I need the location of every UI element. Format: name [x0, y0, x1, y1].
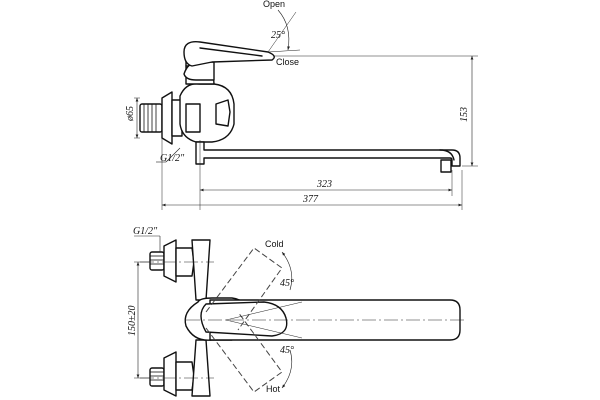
hot-label: Hot: [266, 384, 281, 394]
diameter-dimension: [134, 97, 140, 139]
lever-rotation-ghosts: [205, 247, 283, 393]
thread-label-top: G1/2": [133, 226, 158, 237]
thread-leader: [156, 147, 181, 163]
cold-rotation-arrow: [225, 251, 303, 321]
inlet-spacing-label: 150±20: [127, 306, 138, 337]
diameter-label: ø65: [125, 106, 136, 122]
height-label: 153: [459, 107, 470, 122]
thread-label-side: G1/2": [160, 153, 185, 164]
lever-handle: [183, 41, 275, 67]
top-thread-leader: [134, 235, 161, 252]
inlet-spacing-dimension: [134, 261, 150, 379]
top-connector-lower: [149, 339, 211, 397]
top-view: Cold Hot 45° 45° G1/2" 150±20: [127, 226, 466, 397]
cold-label: Cold: [265, 239, 284, 249]
spout-length-label: 323: [316, 179, 332, 190]
spout-length-dimension: [200, 170, 453, 196]
spout: [195, 141, 461, 173]
hot-angle-label: 45°: [280, 345, 294, 356]
lever-angle-indicator: [267, 9, 301, 53]
overall-dimension: [161, 138, 463, 210]
hot-rotation-arrow: [225, 319, 303, 389]
close-label: Close: [276, 57, 299, 67]
wall-connector: [139, 91, 183, 145]
cold-angle-label: 45°: [280, 278, 294, 289]
lever-angle-label: 25°: [271, 30, 285, 41]
overall-length-label: 377: [302, 194, 319, 205]
top-connector-upper: [149, 239, 211, 301]
height-dimension: [274, 55, 478, 167]
mixer-body: [179, 53, 235, 143]
open-label: Open: [263, 0, 285, 9]
side-view: Open Close 25° ø65 G1/2" 153 323: [125, 0, 478, 210]
